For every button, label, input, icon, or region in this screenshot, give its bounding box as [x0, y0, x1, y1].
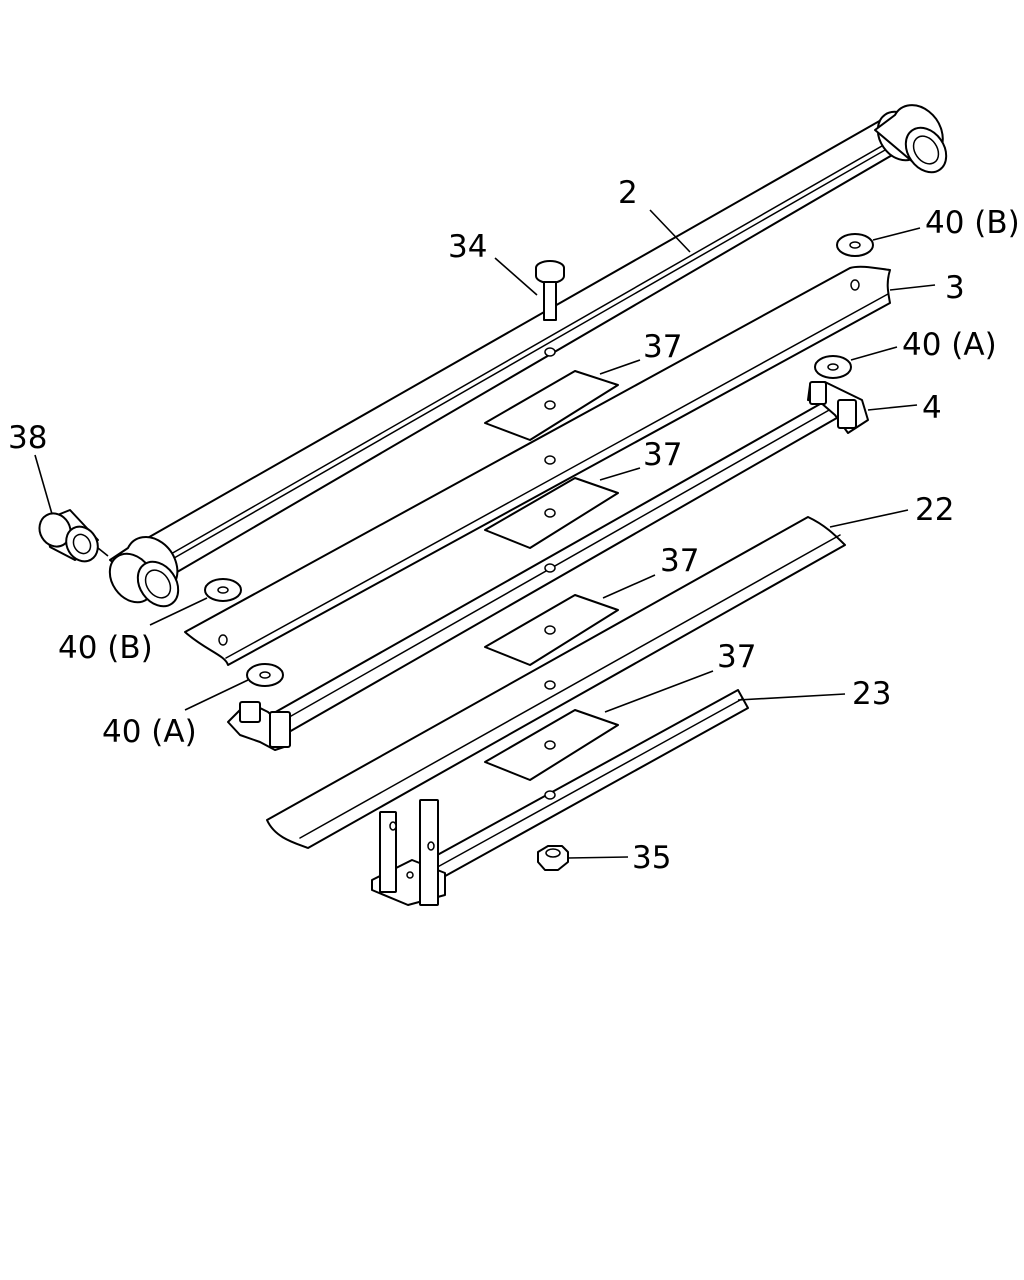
bushing-part-38	[38, 509, 99, 563]
callout-37-first: 37	[643, 329, 682, 365]
leaf-part-3	[184, 265, 891, 666]
center-bolt-part-34	[535, 260, 565, 321]
nut-part-35	[537, 845, 569, 871]
callout-2: 2	[618, 175, 638, 211]
callout-37-second: 37	[643, 437, 682, 473]
callout-34: 34	[448, 229, 487, 265]
callout-labels: 2 34 40 (B) 3 40 (A) 4 37 37 37 37 22 23…	[8, 175, 1020, 876]
callout-40b-left: 40 (B)	[58, 630, 153, 666]
callout-40a-left: 40 (A)	[102, 714, 197, 750]
washers-part-40	[204, 233, 874, 687]
leaf-part-23	[371, 689, 749, 906]
leader-lines	[34, 209, 936, 859]
leaf-part-22	[266, 516, 846, 849]
callout-3: 3	[945, 270, 965, 306]
callout-40a-top: 40 (A)	[902, 327, 997, 363]
leaf-part-4	[227, 381, 869, 751]
callout-37-third: 37	[660, 543, 699, 579]
callout-4: 4	[922, 390, 942, 426]
callout-23: 23	[852, 676, 891, 712]
callout-37-fourth: 37	[717, 639, 756, 675]
callout-38: 38	[8, 420, 47, 456]
interleaf-pads-part-37	[484, 370, 619, 781]
callout-40b-top: 40 (B)	[925, 205, 1020, 241]
callout-22: 22	[915, 492, 954, 528]
main-leaf-part-2	[108, 104, 948, 608]
callout-35: 35	[632, 840, 671, 876]
